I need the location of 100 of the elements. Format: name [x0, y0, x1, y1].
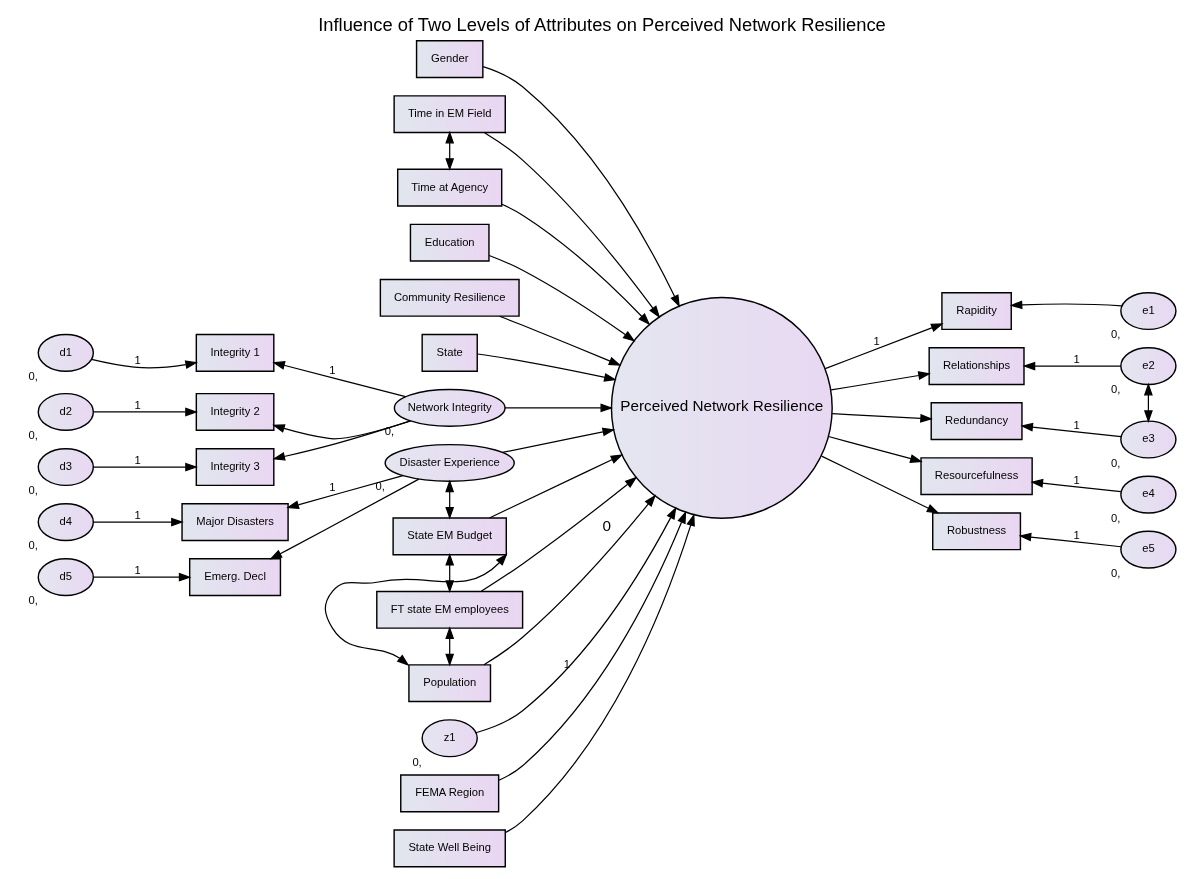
arrow — [1030, 478, 1122, 493]
node-ellipse: e4 — [1120, 475, 1177, 514]
node-label: 0, — [28, 484, 38, 497]
node-box: FT state EM employees — [376, 590, 524, 629]
arrow — [272, 361, 407, 398]
arrow — [445, 130, 455, 171]
node-ellipse: d1 — [37, 333, 95, 372]
node-box: Integrity 3 — [195, 447, 275, 487]
node-ellipse: Network Integrity — [393, 388, 506, 427]
edge-label: 1 — [134, 563, 141, 576]
arrow — [1020, 422, 1122, 438]
arrow — [1022, 361, 1122, 371]
arrow — [475, 506, 677, 734]
arrow — [498, 510, 687, 781]
edge-label: 1 — [1073, 419, 1080, 432]
node-box: State Well Being — [393, 829, 506, 868]
node-ellipse: d3 — [37, 447, 95, 487]
edge-label: 1 — [134, 508, 141, 521]
arrow — [445, 626, 455, 667]
edge-label: 1 — [1073, 529, 1080, 542]
node-label: 0, — [1111, 456, 1121, 469]
node-label: 0, — [28, 370, 38, 383]
node-box: Integrity 1 — [195, 333, 275, 372]
node-box: Integrity 2 — [195, 392, 275, 432]
arrow — [831, 413, 933, 423]
arrow — [93, 517, 184, 527]
edge-label: 1 — [329, 481, 336, 494]
arrow — [93, 572, 192, 582]
edge-label: 1 — [134, 353, 141, 366]
node-ellipse: d4 — [37, 503, 95, 542]
arrow — [501, 427, 616, 453]
arrow — [482, 66, 680, 308]
edge-label: 1 — [134, 398, 141, 411]
arrow — [286, 475, 404, 509]
arrow — [1143, 382, 1153, 423]
node-label: 0, — [28, 539, 38, 552]
arrow — [1018, 532, 1122, 548]
node-label: 0, — [1111, 383, 1121, 396]
node-label: 0, — [1111, 328, 1121, 341]
arrow — [477, 353, 617, 382]
arrow — [830, 371, 931, 391]
node-ellipse: e1 — [1120, 291, 1177, 331]
node-ellipse: d5 — [37, 558, 95, 597]
arrow — [504, 403, 614, 413]
node-box: Relationships — [928, 347, 1025, 386]
edge-label: 1 — [329, 364, 336, 377]
arrow — [821, 455, 940, 514]
arrow — [90, 358, 198, 369]
edge-label: 1 — [563, 657, 571, 670]
node-box: Resourcefulness — [920, 457, 1033, 496]
node-label: 0, — [1111, 511, 1121, 524]
arrow — [488, 254, 636, 342]
arrow — [269, 478, 420, 560]
node-box: State EM Budget — [392, 517, 507, 556]
edge-label: 1 — [134, 453, 141, 466]
arrow — [498, 315, 622, 366]
node-box: Major Disasters — [181, 503, 289, 542]
node-box: Community Resilience — [379, 278, 520, 317]
node-ellipse: Disaster Experience — [384, 443, 515, 483]
node-box: Education — [409, 223, 490, 262]
node-ellipse: e2 — [1120, 347, 1177, 386]
arrow — [1009, 300, 1123, 310]
arrow — [480, 476, 638, 592]
node-ellipse: z1 — [421, 719, 478, 758]
diagram-title: Influence of Two Levels of Attributes on Perceived Network Resilience — [318, 14, 886, 36]
node-ellipse: e3 — [1120, 420, 1177, 459]
arrow — [827, 435, 923, 463]
node-label: 0, — [375, 480, 385, 493]
node-box: Rapidity — [941, 291, 1012, 331]
node-box: Time in EM Field — [393, 95, 506, 134]
node-box: Time at Agency — [397, 168, 503, 207]
node-label: 0, — [412, 755, 422, 768]
arrow — [501, 203, 651, 326]
arrow — [272, 420, 411, 461]
node-label: 0, — [28, 594, 38, 607]
node-box: Population — [408, 664, 492, 703]
node-box: Emerg. Decl — [188, 558, 282, 597]
node-label: 0, — [28, 429, 38, 442]
arrow — [93, 407, 198, 417]
arrow — [483, 132, 661, 319]
arrow — [824, 323, 944, 370]
node-label: 0 — [602, 516, 611, 534]
edge-label: 1 — [1073, 474, 1080, 487]
node-label: 0, — [1111, 566, 1121, 579]
node-box: Robustness — [932, 512, 1022, 551]
arrow — [324, 553, 508, 666]
node-ellipse: d2 — [37, 392, 95, 432]
arrow — [483, 494, 657, 666]
node-box: FEMA Region — [400, 774, 500, 813]
node-box: State — [421, 333, 478, 372]
arrow — [93, 462, 198, 472]
arrow — [488, 454, 624, 519]
arrow — [445, 552, 455, 593]
arrow — [445, 479, 455, 520]
arrow — [504, 513, 695, 834]
node-ellipse: e5 — [1120, 530, 1177, 569]
node-box: Gender — [415, 40, 484, 79]
edge-label: 1 — [1073, 352, 1080, 365]
edge-label: 1 — [873, 335, 880, 348]
node-box: Redundancy — [930, 402, 1023, 441]
